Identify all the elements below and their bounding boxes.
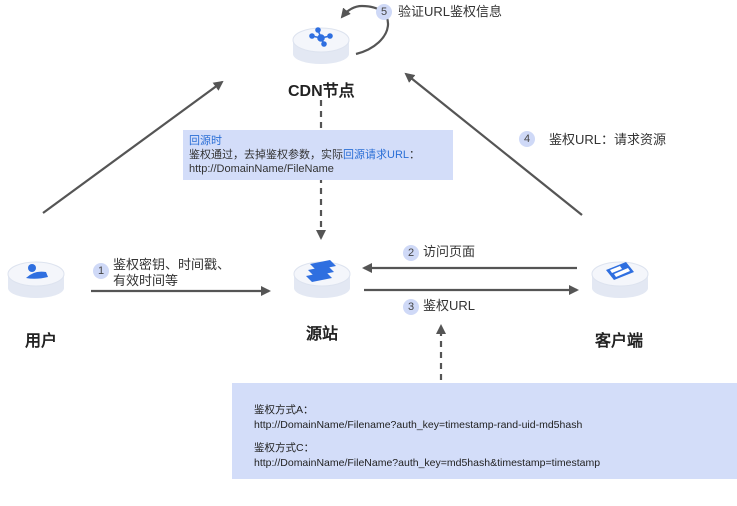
step-5-badge: 5 <box>376 4 392 20</box>
method-c-url: http://DomainName/FileName?auth_key=md5h… <box>254 457 601 469</box>
note-line2-highlight: 回源请求URL <box>343 149 410 161</box>
client-node-label: 客户端 <box>595 333 644 350</box>
note-line-2: 鉴权通过，去掉鉴权参数，实际回源请求URL： <box>189 148 447 162</box>
step-1-badge: 1 <box>93 263 109 279</box>
step-1-text-line2: 有效时间等 <box>113 273 179 288</box>
note-title: 回源时 <box>189 135 222 147</box>
note-line-3: http://DomainName/FileName <box>189 163 334 175</box>
origin-server-icon <box>293 260 351 298</box>
step-4-text: 鉴权URL：请求资源 <box>549 132 667 147</box>
step-2-badge: 2 <box>403 245 419 261</box>
arrow-client-to-cdn <box>404 72 583 216</box>
method-a-title: 鉴权方式A： <box>254 404 314 416</box>
step-3-text: 鉴权URL <box>423 298 476 313</box>
step-3-badge: 3 <box>403 299 419 315</box>
step-2-text: 访问页面 <box>423 244 476 259</box>
user-node-label: 用户 <box>25 333 58 350</box>
step-5-text: 验证URL鉴权信息 <box>398 4 503 19</box>
step-1-text-line1: 鉴权密钥、时间戳、 <box>113 257 231 272</box>
user-node-icon <box>7 261 65 298</box>
origin-fetch-note: 回源时 鉴权通过，去掉鉴权参数，实际回源请求URL： http://Domain… <box>183 130 453 180</box>
arrow-cdn-self-loop <box>340 4 390 56</box>
method-c-title: 鉴权方式C： <box>254 442 315 454</box>
cdn-node-label: CDN节点 <box>288 83 355 100</box>
method-a-url: http://DomainName/Filename?auth_key=time… <box>254 419 583 431</box>
step-4-badge: 4 <box>519 131 535 147</box>
cdn-node-icon <box>292 27 350 64</box>
note-line2-prefix: 鉴权通过，去掉鉴权参数，实际 <box>189 149 343 161</box>
client-node-icon <box>591 261 649 298</box>
note-line2-suffix: ： <box>409 149 421 161</box>
auth-methods-box: 鉴权方式A： http://DomainName/Filename?auth_k… <box>232 383 737 479</box>
arrow-user-to-cdn <box>42 80 224 214</box>
origin-node-label: 源站 <box>306 326 339 343</box>
